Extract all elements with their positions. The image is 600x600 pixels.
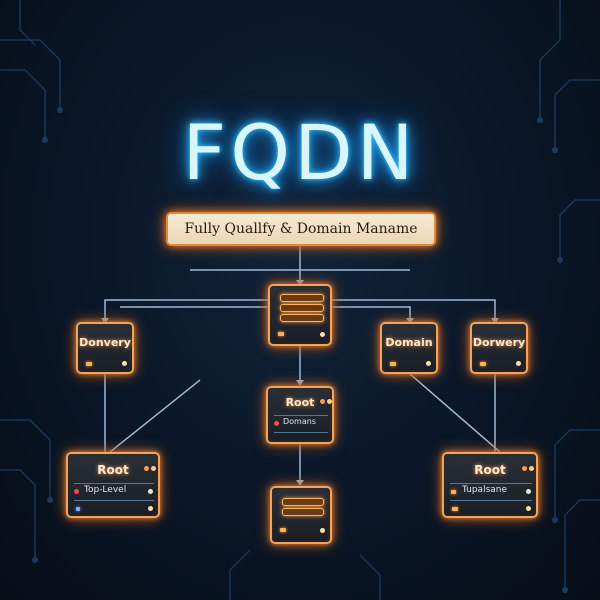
status-dot-icon (320, 332, 325, 337)
divider (74, 500, 154, 501)
status-led-icon (280, 528, 286, 532)
status-led-icon (76, 507, 80, 511)
status-dot-icon (148, 506, 153, 511)
server-stack-bar (282, 508, 324, 516)
divider (74, 483, 154, 484)
indicator-dot-icon (529, 466, 534, 471)
node-label: Root (474, 463, 506, 477)
status-led-icon (278, 332, 284, 336)
status-dot-icon (148, 489, 153, 494)
divider (450, 483, 532, 484)
divider (274, 415, 328, 416)
status-dot-icon (274, 421, 279, 426)
node-label: Dorwery (472, 336, 526, 349)
server-stack-bar (280, 314, 324, 322)
status-led-icon (390, 362, 396, 366)
node-bottom-left-root[interactable]: Root Top-Level (66, 452, 160, 518)
node-label: Root (285, 396, 315, 409)
node-donvery[interactable]: Donvery (76, 322, 134, 374)
status-dot-icon (526, 506, 531, 511)
connectors (104, 243, 501, 484)
indicator-dot-icon (327, 399, 332, 404)
divider (274, 432, 328, 433)
status-dot-icon (320, 528, 325, 533)
node-label: Domain (385, 336, 433, 349)
server-stack-bar (282, 498, 324, 506)
indicator-dot-icon (144, 466, 149, 471)
status-led-icon (452, 507, 458, 511)
node-top-center-server[interactable] (268, 284, 332, 346)
indicator-dot-icon (320, 399, 325, 404)
node-label: Donvery (79, 336, 131, 349)
node-center-root[interactable]: Root Domans (266, 386, 334, 444)
status-dot-icon (526, 489, 531, 494)
node-row-text: Top-Level (84, 485, 127, 495)
status-led-icon (86, 362, 92, 366)
indicator-dot-icon (522, 466, 527, 471)
node-bottom-center-server[interactable] (270, 486, 332, 544)
node-bottom-right-root[interactable]: Root Tupalsane (442, 452, 538, 518)
status-led-icon (480, 362, 486, 366)
node-label: Root (97, 463, 129, 477)
status-dot-icon (426, 361, 431, 366)
circuit-pads (32, 107, 568, 593)
subtitle-banner: Fully Quallfy & Domain Maname (166, 212, 436, 246)
node-row-text: Tupalsane (462, 485, 508, 495)
status-dot-icon (122, 361, 127, 366)
node-row-text: Domans (283, 417, 316, 426)
node-domain[interactable]: Domain (380, 322, 438, 374)
divider (450, 500, 532, 501)
status-dot-icon (516, 361, 521, 366)
indicator-dot-icon (151, 466, 156, 471)
status-led-icon (451, 490, 456, 494)
node-dorwery[interactable]: Dorwery (470, 322, 528, 374)
subtitle-text: Fully Quallfy & Domain Maname (184, 221, 418, 237)
server-stack-bar (280, 294, 324, 302)
page-title: FQDN (182, 108, 418, 197)
server-stack-bar (280, 304, 324, 312)
status-dot-icon (74, 489, 79, 494)
